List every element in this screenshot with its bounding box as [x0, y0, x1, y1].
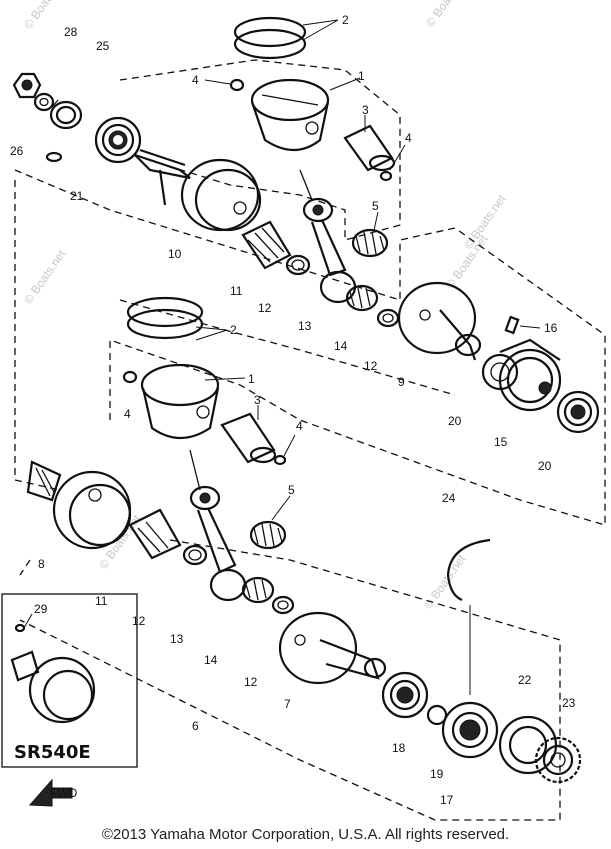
- callout-17: 17: [440, 793, 454, 807]
- callout-13: 13: [170, 632, 184, 646]
- callout-8: 8: [38, 557, 45, 571]
- piston-pin: [220, 412, 277, 464]
- callout-1: 1: [248, 372, 255, 386]
- callout-3: 3: [254, 393, 261, 407]
- callout-18: 18: [392, 741, 406, 755]
- callout-16: 16: [544, 321, 558, 335]
- piston-pin: [343, 124, 396, 172]
- crankshaft-half: [26, 460, 132, 550]
- callout-20: 20: [538, 459, 552, 473]
- crankshaft-half: [134, 148, 262, 232]
- bearing: [94, 116, 142, 164]
- crankshaft-half: [278, 611, 387, 685]
- callout-14: 14: [204, 653, 218, 667]
- piston-pin-clip: [273, 454, 287, 466]
- connecting-rod: [189, 449, 247, 602]
- bearing: [556, 390, 600, 434]
- thrust-washer: [182, 544, 208, 566]
- callout-2: 2: [230, 323, 237, 337]
- forward-arrow-label: FWD: [50, 786, 78, 800]
- callout-15: 15: [494, 435, 508, 449]
- copyright-notice: ©2013 Yamaha Motor Corporation, U.S.A. A…: [101, 826, 510, 843]
- crankshaft-center: [397, 281, 482, 361]
- callout-5: 5: [288, 483, 295, 497]
- sprocket: [534, 736, 582, 784]
- piston: [250, 78, 330, 152]
- callout-12: 12: [132, 614, 146, 628]
- inset-model-label: SR540E: [14, 742, 91, 763]
- variant-inset: SR540E: [1, 593, 138, 768]
- connecting-rod: [299, 169, 357, 304]
- thrust-washer: [271, 595, 295, 615]
- oil-seal: [49, 99, 83, 130]
- circlip: [446, 538, 491, 602]
- washer: [426, 704, 448, 726]
- callout-3: 3: [362, 103, 369, 117]
- callout-14: 14: [334, 339, 348, 353]
- callout-29: 29: [34, 602, 48, 616]
- watermark: © Boats.net: [423, 0, 471, 30]
- needle-bearing: [241, 576, 275, 604]
- piston-pin-clip: [229, 78, 245, 92]
- forward-arrow: FWD: [28, 778, 78, 807]
- circlip: [45, 151, 63, 163]
- callout-10: 10: [168, 247, 182, 261]
- callout-12: 12: [244, 675, 258, 689]
- piston: [140, 363, 220, 439]
- callouts: 2 28 25 4 1 3 4 26 21 5 10 11 12 13 14 1…: [10, 13, 576, 807]
- watermark: © Boats.net: [21, 247, 69, 307]
- callout-4: 4: [192, 73, 199, 87]
- bearing: [481, 353, 519, 391]
- callout-2: 2: [342, 13, 349, 27]
- thrust-washer: [376, 308, 400, 328]
- callout-12: 12: [364, 359, 378, 373]
- leader-lines: [23, 19, 541, 695]
- callout-7: 7: [284, 697, 291, 711]
- callout-19: 19: [430, 767, 444, 781]
- piston-pin-clip: [379, 170, 393, 182]
- callout-4: 4: [405, 131, 412, 145]
- dowel-pin: [504, 315, 520, 335]
- nut: [12, 72, 42, 99]
- callout-11: 11: [230, 284, 243, 298]
- watermark: © Boats.net: [421, 552, 469, 612]
- callout-25: 25: [96, 39, 110, 53]
- callout-4: 4: [296, 419, 303, 433]
- callout-21: 21: [70, 189, 84, 203]
- callout-20: 20: [448, 414, 462, 428]
- piston-pin-clip: [122, 370, 138, 384]
- callout-1: 1: [358, 69, 365, 83]
- callout-28: 28: [64, 25, 78, 39]
- thrust-washer: [285, 254, 311, 276]
- callout-11: 11: [95, 594, 108, 608]
- needle-bearing: [351, 228, 389, 258]
- piston-rings: [233, 16, 307, 60]
- crank-pin: [128, 508, 182, 560]
- oil-seal: [498, 715, 558, 775]
- watermark: © Boats.net: [21, 0, 69, 32]
- crank-pin: [241, 220, 292, 270]
- dashed-outlines: [14, 59, 606, 821]
- callout-5: 5: [372, 199, 379, 213]
- callout-6: 6: [192, 719, 199, 733]
- callout-13: 13: [298, 319, 312, 333]
- callout-22: 22: [518, 673, 532, 687]
- needle-bearing: [345, 284, 379, 312]
- callout-4: 4: [124, 407, 131, 421]
- bearing: [381, 671, 429, 719]
- callout-9: 9: [398, 375, 405, 389]
- callout-24: 24: [442, 491, 456, 505]
- bearing: [441, 701, 499, 759]
- callout-23: 23: [562, 696, 576, 710]
- washer: [33, 92, 55, 112]
- labyrinth-seal: [498, 338, 562, 412]
- callout-12: 12: [258, 301, 272, 315]
- piston-rings: [126, 296, 204, 340]
- callout-26: 26: [10, 144, 24, 158]
- needle-bearing: [249, 520, 287, 550]
